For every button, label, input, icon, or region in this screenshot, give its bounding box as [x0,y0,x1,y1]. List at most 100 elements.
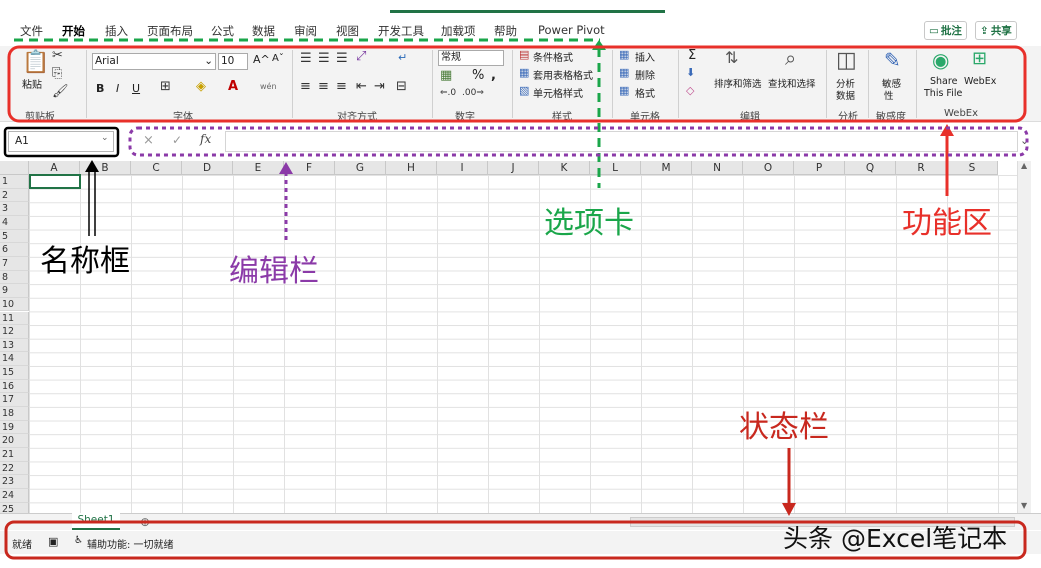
sort-filter-button[interactable]: 排序和筛选 [714,79,762,90]
row-header[interactable]: 15 [0,366,29,380]
row-header[interactable]: 4 [0,215,29,230]
bold-button[interactable]: B [96,82,105,95]
row-header[interactable]: 12 [0,325,29,339]
decrease-decimal-icon[interactable]: .00⇒ [462,88,484,98]
align-center-icon[interactable]: ≡ [318,79,329,94]
comment-button[interactable]: ▭批注 [924,21,967,40]
row-header[interactable]: 24 [0,488,29,503]
tab-help[interactable]: 帮助 [494,24,517,38]
format-cells-button[interactable]: 格式 [635,89,655,100]
vertical-scrollbar[interactable]: ▲ ▼ [1017,161,1031,515]
column-header[interactable]: H [386,161,437,175]
tab-developer[interactable]: 开发工具 [378,24,424,38]
scroll-down-icon[interactable]: ▼ [1021,501,1028,510]
row-header[interactable]: 13 [0,338,29,353]
row-header[interactable]: 19 [0,420,29,435]
increase-indent-icon[interactable]: ⇥ [374,79,385,94]
currency-icon[interactable]: ▦ [440,68,453,83]
delete-cells-button[interactable]: 删除 [635,71,655,82]
tab-home[interactable]: 开始 [62,24,85,38]
accessibility-status[interactable]: 辅助功能: 一切就绪 [87,540,174,551]
orientation-icon[interactable]: ⤢ [356,49,367,64]
merge-center-icon[interactable]: ⊟ [396,79,407,94]
name-box[interactable]: A1 ⌄ [8,131,114,152]
paste-icon[interactable]: 📋 [22,50,50,75]
clear-icon[interactable]: ◇ [686,84,695,97]
column-header[interactable]: P [794,161,845,175]
row-header[interactable]: 9 [0,284,29,298]
cancel-icon[interactable]: × [143,133,154,148]
tab-insert[interactable]: 插入 [105,24,128,38]
tab-file[interactable]: 文件 [20,24,43,38]
align-bottom-icon[interactable]: ☰ [336,51,348,66]
autosum-button[interactable]: Σ [688,48,697,63]
tab-review[interactable]: 审阅 [294,24,317,38]
row-header[interactable]: 16 [0,379,29,394]
paste-label[interactable]: 粘贴 [22,80,42,91]
wrap-text-icon[interactable]: ↵ [398,51,408,64]
tab-power-pivot[interactable]: Power Pivot [538,23,605,37]
cut-icon[interactable]: ✂ [52,48,63,63]
column-header[interactable]: O [743,161,794,175]
tab-formulas[interactable]: 公式 [211,24,234,38]
tab-data[interactable]: 数据 [252,24,275,38]
phonetic-button[interactable]: wén [260,82,277,91]
grow-font-button[interactable]: A^ [253,53,270,66]
cell-styles-button[interactable]: 单元格样式 [533,89,583,100]
row-header[interactable]: 10 [0,297,29,312]
align-top-icon[interactable]: ☰ [300,51,312,66]
align-middle-icon[interactable]: ☰ [318,51,330,66]
row-header[interactable]: 3 [0,202,29,216]
column-header[interactable]: S [947,161,998,175]
column-header[interactable]: I [437,161,488,175]
fill-icon[interactable]: ⬇ [686,66,696,79]
row-header[interactable]: 17 [0,393,29,408]
row-header[interactable]: 25 [0,502,29,513]
select-all-corner[interactable] [0,161,29,175]
scroll-up-icon[interactable]: ▲ [1021,161,1028,170]
column-header[interactable]: J [488,161,539,175]
column-header[interactable]: K [539,161,590,175]
format-table-button[interactable]: 套用表格格式 [533,71,593,82]
row-header[interactable]: 23 [0,475,29,489]
copy-icon[interactable]: ⎘ [52,66,63,81]
sensitivity-button[interactable]: 敏感 [882,79,902,90]
webex-button[interactable]: WebEx [964,76,997,87]
enter-icon[interactable]: ✓ [172,133,183,147]
font-size-select[interactable]: 10 [218,53,248,70]
percent-button[interactable]: % [472,68,485,83]
underline-button[interactable]: U [132,82,141,95]
fill-color-icon[interactable]: ◈ [196,79,206,94]
column-header[interactable]: G [335,161,386,175]
row-header[interactable]: 11 [0,311,29,326]
font-name-select[interactable]: Arial⌄ [92,53,216,70]
italic-button[interactable]: I [116,82,120,95]
border-icon[interactable]: ⊞ [160,79,171,94]
row-header[interactable]: 20 [0,434,29,448]
tab-page-layout[interactable]: 页面布局 [147,24,193,38]
row-header[interactable]: 2 [0,188,29,203]
align-right-icon[interactable]: ≡ [336,79,347,94]
active-cell[interactable] [29,174,81,189]
analyze-data-button[interactable]: 分析 [836,79,856,90]
row-header[interactable]: 21 [0,448,29,462]
macro-record-icon[interactable]: ▣ [48,535,59,548]
number-format-select[interactable]: 常规 [438,50,504,66]
row-header[interactable]: 7 [0,256,29,271]
row-header[interactable]: 8 [0,270,29,285]
row-header[interactable]: 1 [0,175,29,189]
column-header[interactable]: L [590,161,641,175]
format-painter-icon[interactable]: 🖌 [52,84,69,99]
share-button[interactable]: ⇪共享 [975,21,1017,40]
row-header[interactable]: 5 [0,229,29,244]
formula-input[interactable] [225,131,1018,152]
conditional-format-button[interactable]: 条件格式 [533,53,573,64]
column-header[interactable]: F [284,161,335,175]
shrink-font-button[interactable]: Aˇ [272,53,284,64]
tab-addins[interactable]: 加载项 [441,24,476,38]
find-select-button[interactable]: 查找和选择 [768,79,816,90]
column-header[interactable]: C [131,161,182,175]
increase-decimal-icon[interactable]: ⇐.0 [440,88,457,98]
row-header[interactable]: 14 [0,352,29,367]
column-header[interactable]: M [641,161,692,175]
